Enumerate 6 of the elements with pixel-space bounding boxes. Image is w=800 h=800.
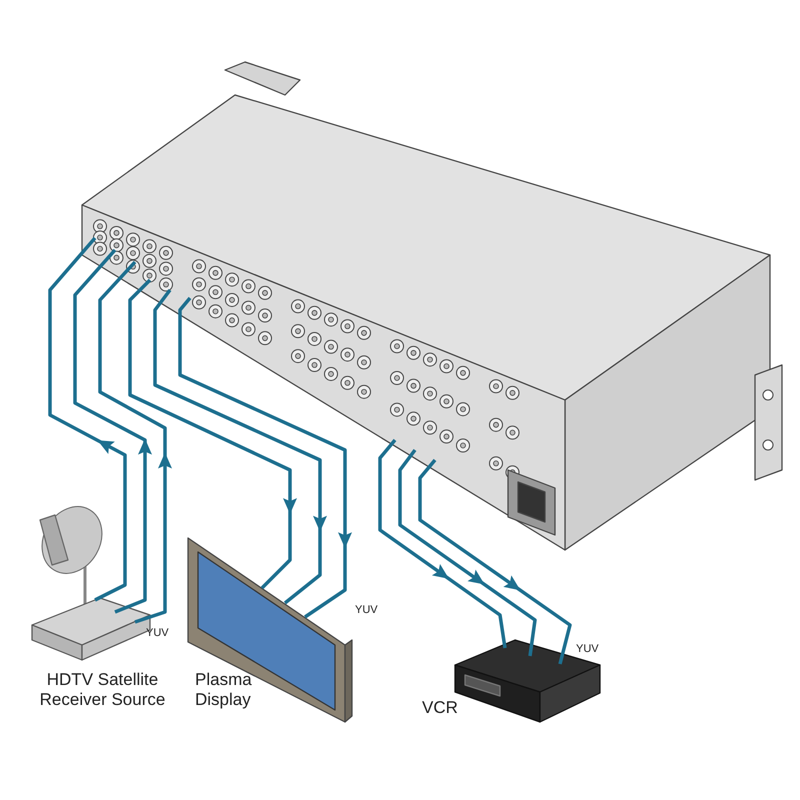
signal-label: YUV	[146, 627, 169, 639]
signal-label: YUV	[355, 604, 378, 616]
signal-label: YUV	[576, 643, 599, 655]
device-caption: Plasma Display	[195, 670, 253, 710]
device-caption: HDTV Satellite Receiver Source	[38, 670, 166, 710]
device-caption: VCR	[421, 698, 459, 718]
